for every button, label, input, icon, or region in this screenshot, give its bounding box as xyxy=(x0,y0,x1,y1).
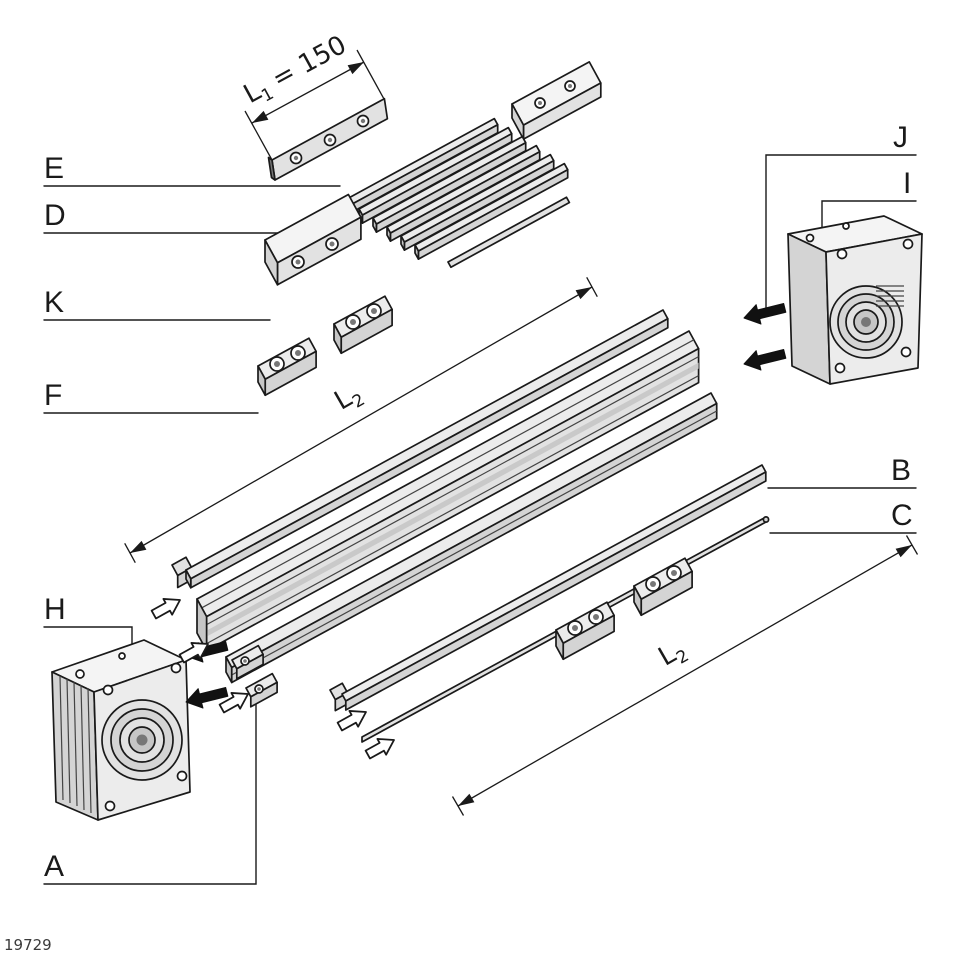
connector-block xyxy=(333,295,393,355)
drive-unit-left xyxy=(51,635,230,821)
callout-label-i: I xyxy=(903,167,911,200)
callout-label-c: C xyxy=(891,499,913,532)
segment xyxy=(414,162,569,260)
insertion-arrow-icon xyxy=(334,703,372,736)
clamp-block xyxy=(231,644,264,680)
connector-blocks-f-upper xyxy=(257,295,393,397)
callout-label-b: B xyxy=(891,454,911,487)
callout-label-d: D xyxy=(44,199,66,232)
callout-label-h: H xyxy=(44,593,66,626)
connector-block xyxy=(257,337,317,397)
clamp-blocks-a xyxy=(231,644,278,708)
callout-label-j: J xyxy=(893,121,908,154)
callout-label-a: A xyxy=(44,850,64,883)
cover-cap-right xyxy=(511,61,602,140)
dimension-l2-upper-text: L2 xyxy=(330,378,369,420)
segment xyxy=(372,135,527,233)
leader-a xyxy=(43,701,257,885)
callout-label-e: E xyxy=(44,152,64,185)
connector-block xyxy=(555,601,615,661)
top-guide-rail xyxy=(171,309,669,589)
figure-number: 19729 xyxy=(4,936,52,954)
dimension-l1-text: L1= 150 xyxy=(239,30,354,113)
callout-labels: E D K F H A J I B C xyxy=(44,121,913,883)
main-profile xyxy=(196,330,700,652)
nameplate xyxy=(876,285,904,307)
cover-cap-k xyxy=(264,193,362,286)
mounting-arrow-icon xyxy=(741,297,788,329)
insertion-arrow-icon xyxy=(148,591,186,624)
connector-block xyxy=(633,557,693,617)
leader-j xyxy=(765,154,917,309)
drive-unit-right xyxy=(741,215,923,385)
connector-blocks-f-lower xyxy=(555,557,693,661)
callout-label-k: K xyxy=(44,286,64,319)
cover-plate-e xyxy=(267,97,389,181)
segment xyxy=(386,144,541,242)
guide-rail-b xyxy=(329,464,767,712)
segment xyxy=(344,117,499,215)
leader-lines xyxy=(43,154,917,885)
profile-segments-d xyxy=(344,117,571,269)
clamp-block xyxy=(245,672,278,708)
dimension-l2-lower-text: L2 xyxy=(654,634,693,676)
callout-label-f: F xyxy=(44,379,62,412)
mounting-arrow-icon xyxy=(741,343,788,375)
bottom-rail xyxy=(225,392,718,684)
cooling-fins xyxy=(59,675,92,814)
flat-strip xyxy=(447,196,571,269)
